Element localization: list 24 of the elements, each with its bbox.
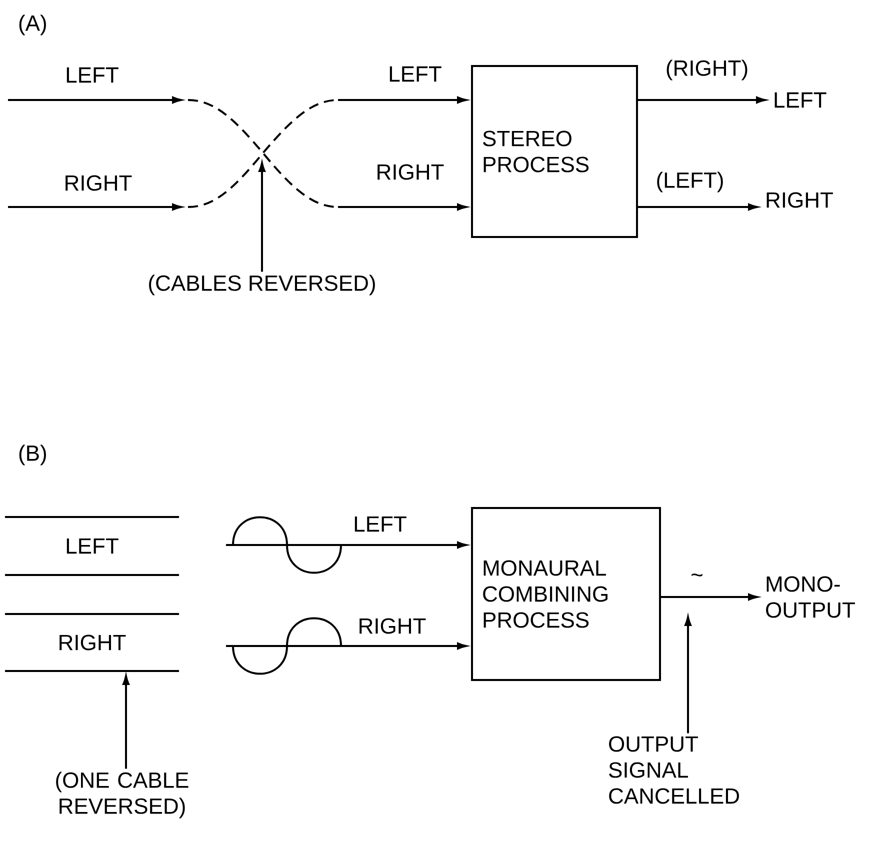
cable-band: LEFT [5, 516, 179, 576]
edge-label: LEFT [387, 65, 443, 83]
edge-label: ~ [690, 572, 704, 584]
text-label: RIGHT [766, 192, 833, 208]
text-label: OUTPUT SIGNAL CANCELLED [609, 736, 739, 804]
panel-label: (A) [19, 14, 46, 36]
panel-label: (B) [19, 444, 46, 466]
leader-arrow [122, 675, 130, 769]
text-label: RIGHT [66, 175, 132, 191]
process-box: MONAURAL COMBINING PROCESS [471, 507, 661, 681]
text-label: LEFT [66, 67, 118, 83]
text-label: MONO- OUTPUT [766, 576, 855, 618]
text-label: (CABLES REVERSED) [149, 274, 375, 296]
text-label: LEFT [774, 92, 826, 108]
sine-wave [226, 516, 346, 574]
edge-label: RIGHT [374, 163, 446, 181]
edge-label: (LEFT) [654, 170, 726, 194]
edge-label: RIGHT [356, 617, 428, 635]
process-box: STEREO PROCESS [471, 65, 638, 238]
sine-wave [226, 617, 346, 675]
text-label: (ONE CABLE REVERSED) [56, 772, 188, 818]
edge-label: (RIGHT) [664, 58, 750, 82]
edge-label: LEFT [352, 515, 408, 533]
cable-band: RIGHT [5, 613, 179, 672]
